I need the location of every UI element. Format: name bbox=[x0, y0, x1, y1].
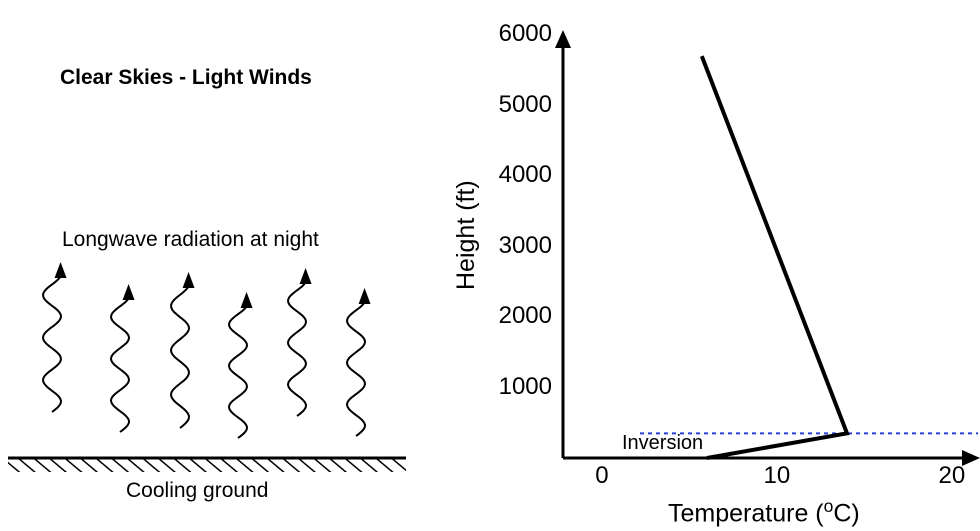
y-tick-label: 4000 bbox=[498, 161, 552, 188]
temperature-profile-line bbox=[699, 55, 850, 460]
y-axis-label: Height (ft) bbox=[452, 180, 480, 290]
wavy-arrow-head bbox=[358, 288, 371, 304]
y-axis-arrowhead bbox=[555, 30, 571, 48]
y-tick-label: 2000 bbox=[498, 302, 552, 329]
wavy-arrow-shaft bbox=[227, 305, 249, 439]
y-tick-label: 5000 bbox=[498, 90, 552, 118]
inversion-label: Inversion bbox=[622, 432, 704, 454]
wavy-arrow-head bbox=[122, 284, 135, 300]
panel-title: Clear Skies - Light Winds bbox=[60, 66, 312, 89]
x-tick-label: 20 bbox=[938, 462, 966, 489]
x-tick-label: 0 bbox=[595, 462, 609, 489]
wavy-arrow-shaft bbox=[286, 281, 308, 417]
wavy-arrow-head bbox=[240, 292, 253, 308]
wavy-arrow-shaft bbox=[109, 297, 131, 433]
ground-hatching bbox=[8, 458, 406, 472]
x-tick-label: 10 bbox=[763, 462, 791, 489]
ground-label: Cooling ground bbox=[126, 479, 269, 502]
y-tick-label: 1000 bbox=[498, 372, 552, 400]
wavy-arrow-shaft bbox=[169, 285, 191, 429]
wavy-arrow-head bbox=[182, 272, 195, 288]
ground bbox=[8, 456, 406, 472]
longwave-radiation-arrows bbox=[41, 262, 371, 439]
wavy-arrow-shaft bbox=[41, 275, 63, 413]
wavy-arrow-shaft bbox=[345, 301, 367, 437]
x-axis-label-degree: o bbox=[823, 496, 834, 516]
x-axis-arrowhead bbox=[962, 450, 980, 466]
wavy-arrow-head bbox=[299, 268, 312, 284]
temperature-height-chart bbox=[555, 30, 980, 466]
x-axis-label-suffix: C) bbox=[833, 499, 860, 528]
radiation-label: Longwave radiation at night bbox=[62, 228, 319, 251]
x-axis-label: Temperature (oC) bbox=[668, 496, 860, 528]
x-axis-label-prefix: Temperature ( bbox=[668, 499, 824, 528]
y-tick-label: 6000 bbox=[498, 20, 552, 47]
wavy-arrow-head bbox=[54, 262, 67, 278]
y-tick-label: 3000 bbox=[498, 231, 552, 259]
